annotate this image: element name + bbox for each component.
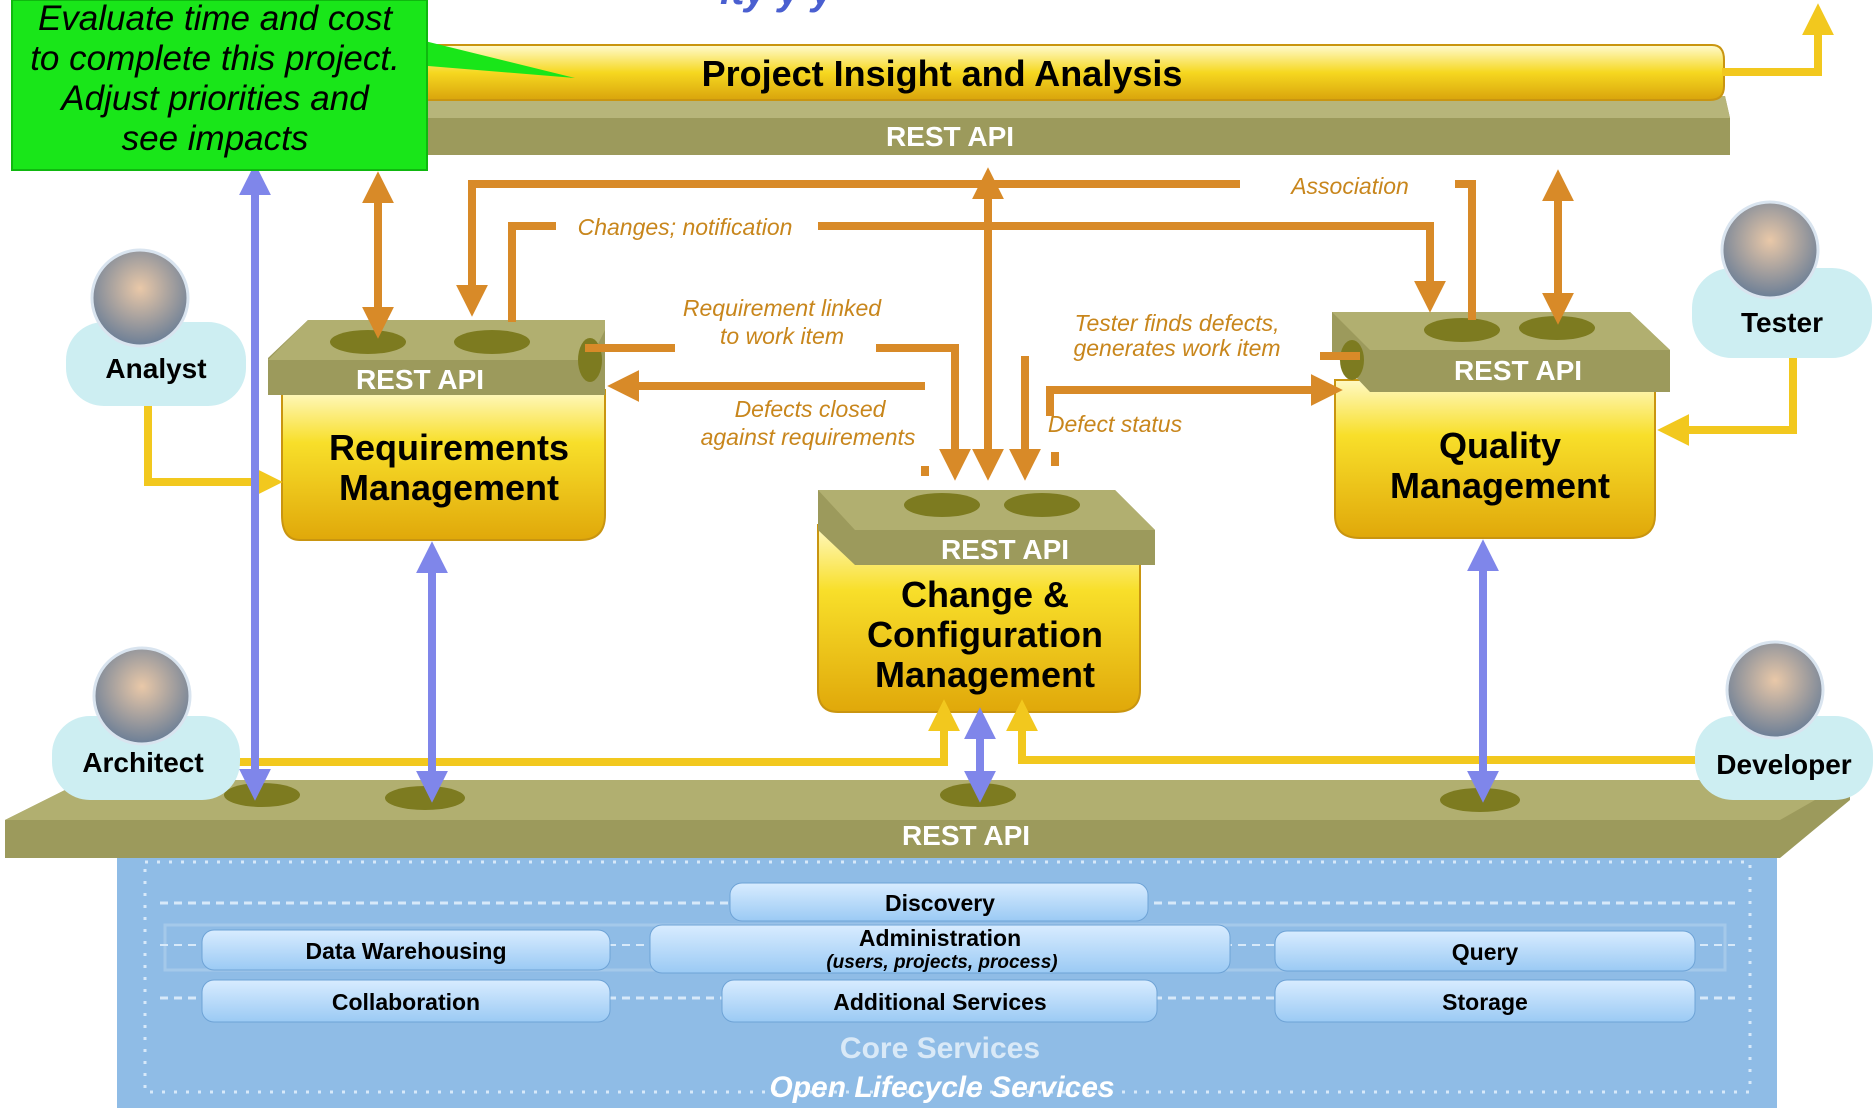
developer-avatar	[1725, 640, 1825, 740]
requirements-rest-api: REST API	[356, 364, 484, 395]
insight-panel: Project Insight and Analysis REST API	[329, 44, 1730, 155]
ccm-title-2: Configuration	[867, 614, 1103, 655]
flow-req-linked-2: to work item	[720, 323, 844, 349]
core-services-label: Core Services	[840, 1032, 1040, 1065]
service-data-warehousing-label: Data Warehousing	[305, 938, 506, 964]
service-query-label: Query	[1452, 939, 1519, 965]
service-data-warehousing	[201, 929, 611, 971]
quality-title-2: Management	[1390, 465, 1610, 506]
service-collaboration	[201, 979, 611, 1023]
flow-tester-finds-2: generates work item	[1073, 335, 1280, 361]
flow-defects-closed-2: against requirements	[701, 424, 916, 450]
callout-line-4: see impacts	[122, 119, 309, 158]
service-discovery	[729, 882, 1149, 922]
developer-label: Developer	[1716, 749, 1851, 780]
service-additional	[721, 979, 1158, 1023]
service-administration-sub: (users, projects, process)	[826, 952, 1057, 973]
analyst-avatar	[90, 248, 190, 348]
requirements-title-2: Management	[339, 467, 559, 508]
flow-defect-status: Defect status	[1048, 411, 1183, 437]
role-developer: Developer	[1695, 640, 1873, 800]
blue-api-arrows	[239, 163, 1499, 803]
core-services-panel: Discovery Data Warehousing Administratio…	[117, 858, 1777, 1108]
ccm-title-1: Change &	[901, 574, 1069, 615]
callout-line-3: Adjust priorities and	[59, 79, 370, 118]
callout: Evaluate time and cost to complete this …	[11, 0, 575, 171]
flow-changes-notification: Changes; notification	[578, 214, 793, 240]
flow-tester-finds-1: Tester finds defects,	[1075, 310, 1280, 336]
ccm-title-3: Management	[875, 654, 1095, 695]
callout-line-1: Evaluate time and cost	[38, 0, 393, 38]
role-tester: Tester	[1692, 200, 1872, 358]
service-administration-label: Administration	[859, 925, 1021, 951]
service-collaboration-label: Collaboration	[332, 989, 480, 1015]
quality-rest-api: REST API	[1454, 355, 1582, 386]
service-discovery-label: Discovery	[885, 890, 995, 916]
architect-avatar	[92, 646, 192, 746]
flow-association: Association	[1289, 173, 1409, 199]
service-administration	[649, 924, 1231, 974]
bottom-rest-api: REST API	[902, 820, 1030, 851]
requirements-title-1: Requirements	[329, 427, 569, 468]
insight-title: Project Insight and Analysis	[702, 53, 1183, 94]
service-additional-label: Additional Services	[833, 989, 1046, 1015]
flow-defects-closed-1: Defects closed	[735, 396, 887, 422]
ccm-rest-api: REST API	[941, 534, 1069, 565]
service-storage	[1274, 979, 1696, 1023]
yellow-role-arrows	[144, 3, 1834, 766]
role-architect: Architect	[52, 646, 240, 800]
tester-avatar	[1720, 200, 1820, 300]
analyst-label: Analyst	[105, 353, 206, 384]
flow-labels: Association Changes; notification Requir…	[578, 173, 1409, 450]
bottom-platform: REST API	[5, 780, 1850, 858]
architect-label: Architect	[82, 747, 203, 778]
service-storage-label: Storage	[1442, 989, 1528, 1015]
quality-management-box: REST API Quality Management	[1332, 312, 1670, 539]
service-query	[1274, 930, 1696, 972]
ccm-box: REST API Change & Configuration Manageme…	[817, 490, 1155, 713]
tester-label: Tester	[1741, 307, 1823, 338]
role-analyst: Analyst	[66, 248, 246, 406]
flow-req-linked-1: Requirement linked	[683, 295, 882, 321]
requirements-management-box: REST API Requirements Management	[268, 320, 606, 541]
open-lifecycle-services-label: Open Lifecycle Services	[769, 1071, 1114, 1104]
top-banner-fragment: ity y y	[720, 0, 835, 13]
quality-title-1: Quality	[1439, 425, 1561, 466]
callout-line-2: to complete this project.	[30, 39, 400, 78]
orange-flow-arrows	[362, 167, 1574, 481]
insight-rest-api: REST API	[886, 121, 1014, 152]
